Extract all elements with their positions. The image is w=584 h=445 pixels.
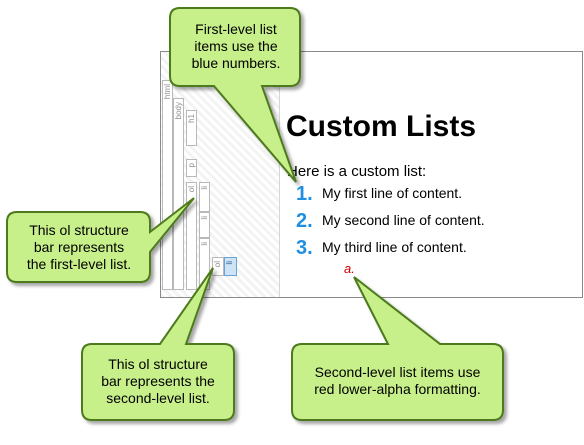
callout-line: Second-level list items use — [314, 364, 481, 380]
callout-line: items use the — [194, 38, 278, 54]
list-item-text: My second line of content. — [322, 212, 485, 228]
callout-top-shape — [169, 7, 301, 183]
callout-line: First-level list — [195, 21, 277, 37]
callout-top-text: First-level list items use the blue numb… — [172, 21, 300, 72]
callout-bottom-left-shape — [81, 267, 235, 421]
structure-bar-li-1[interactable]: li — [199, 182, 210, 212]
intro-paragraph[interactable]: Here is a custom list: — [287, 163, 427, 180]
callout-left-text: This ol structure bar represents the fir… — [9, 222, 149, 273]
page-title[interactable]: Custom Lists — [286, 110, 477, 143]
list-item[interactable]: 1. My first line of content. — [296, 183, 462, 206]
list-item[interactable]: 2. My second line of content. — [296, 210, 485, 233]
structure-bar-html[interactable]: html — [162, 80, 173, 290]
list-number: 2. — [296, 210, 313, 232]
structure-bar-li-2[interactable]: li — [199, 212, 210, 238]
structure-bar-ol-second-level[interactable]: ol — [212, 257, 224, 276]
list-number: 1. — [296, 183, 313, 205]
callout-bottom-right-text: Second-level list items use red lower-al… — [294, 364, 501, 398]
callout-line: second-level list. — [106, 390, 210, 406]
structure-bar-ol-first-level[interactable]: ol — [186, 182, 197, 290]
structure-bar-li-sub[interactable]: li — [224, 257, 237, 276]
callout-line: blue numbers. — [191, 55, 281, 71]
structure-bar-h1[interactable]: h1 — [186, 110, 197, 146]
callout-line: red lower-alpha formatting. — [314, 381, 481, 397]
callout-line: This ol structure — [108, 356, 208, 372]
list-item-text: My third line of content. — [322, 239, 467, 255]
callout-line: the first-level list. — [26, 256, 132, 272]
list-item-text: My first line of content. — [322, 185, 463, 201]
callout-bottom-right-shape — [291, 276, 504, 421]
structure-bar-p[interactable]: p — [186, 159, 197, 177]
structure-bar-body[interactable]: body — [173, 98, 184, 290]
sub-list-marker[interactable]: a. — [344, 261, 355, 276]
list-number: 3. — [296, 237, 313, 259]
callout-line: bar represents — [33, 239, 125, 255]
callout-line: This ol structure — [29, 222, 129, 238]
callout-left-shape — [6, 197, 195, 283]
list-item[interactable]: 3. My third line of content. — [296, 237, 467, 260]
callout-line: bar represents the — [101, 373, 215, 389]
callout-bottom-left-text: This ol structure bar represents the sec… — [84, 356, 232, 407]
